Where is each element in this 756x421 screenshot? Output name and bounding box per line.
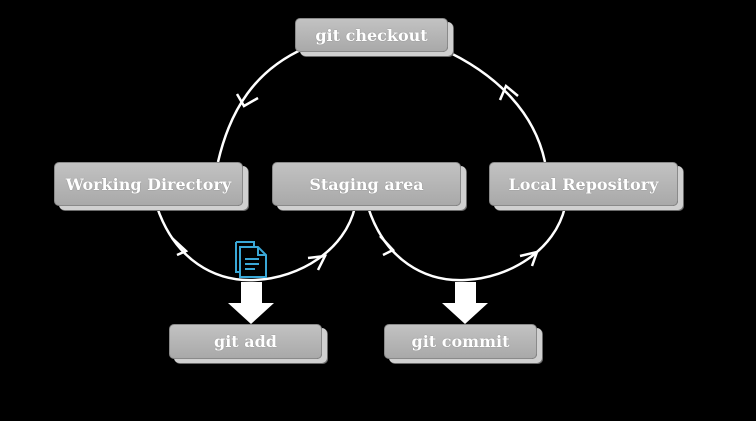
node-local-repository-label: Local Repository — [508, 174, 659, 194]
node-staging-area: Staging area — [272, 162, 461, 206]
add-arc-arrowhead-left — [171, 237, 189, 257]
node-working-directory-label: Working Directory — [65, 174, 232, 194]
add-arc-arrowhead-right — [307, 254, 328, 271]
node-git-checkout-label: git checkout — [315, 25, 428, 45]
checkout-cycle-arc — [216, 46, 547, 163]
arc-arrowhead-right — [498, 83, 519, 101]
arc-arrowhead-left — [235, 93, 259, 108]
node-git-checkout: git checkout — [295, 18, 448, 52]
commit-arc-arrowhead-right — [519, 250, 539, 267]
add-arc — [155, 206, 357, 282]
add-down-arrow — [228, 282, 274, 324]
commit-arc-arrowhead-left — [379, 235, 396, 257]
node-local-repository: Local Repository — [489, 162, 678, 206]
node-git-add-label: git add — [214, 332, 277, 351]
node-staging-area-label: Staging area — [309, 174, 424, 194]
node-working-directory: Working Directory — [54, 162, 243, 206]
commit-down-arrow — [442, 282, 488, 324]
node-git-commit: git commit — [384, 324, 537, 359]
node-git-commit-label: git commit — [411, 332, 510, 351]
node-git-add: git add — [169, 324, 322, 359]
document-icon — [235, 241, 267, 278]
commit-arc — [366, 206, 567, 282]
